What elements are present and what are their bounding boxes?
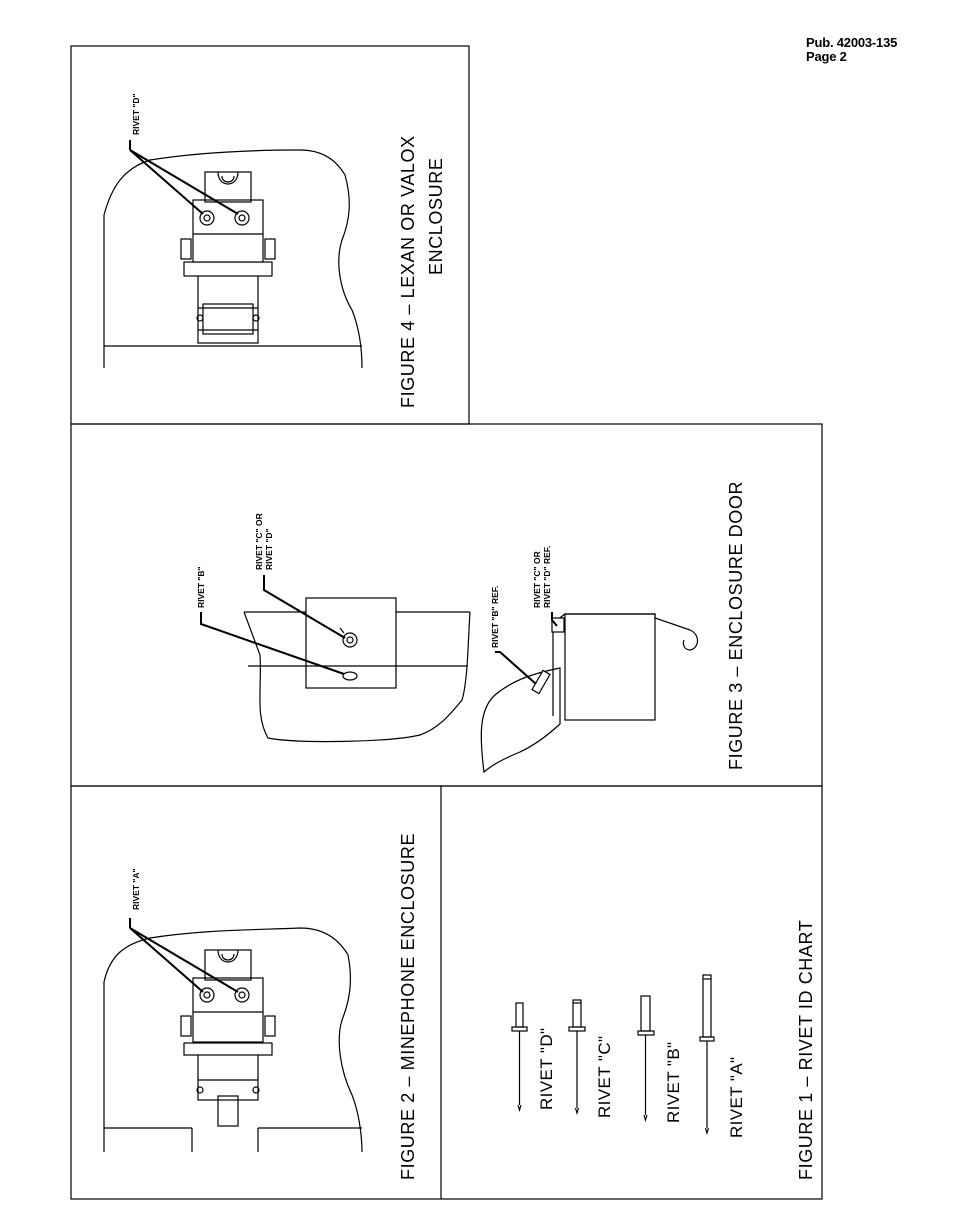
figure-3-rivet-cd-callout-line-1: RIVET "C" OR <box>254 513 264 570</box>
figure-4-caption-line-2: ENCLOSURE <box>426 158 446 275</box>
figure-3-rivet-b-ref: RIVET "B" REF. <box>490 586 500 648</box>
figure-2-rivet-callout: RIVET "A" <box>131 868 141 910</box>
figure-1-rivet-a-label: RIVET "A" <box>727 1057 746 1139</box>
figure-3-rivet-cd-callout-line-2: RIVET "D" <box>264 528 274 570</box>
panel-borders <box>70 45 823 1200</box>
figure-4-drawing <box>103 140 363 369</box>
figure-4-caption-line-1: FIGURE 4 – LEXAN OR VALOX <box>398 135 418 408</box>
figure-3-top-view <box>200 575 471 743</box>
pub-number: Pub. 42003-135 <box>806 35 898 50</box>
figure-2-drawing <box>103 918 363 1153</box>
figure-2-caption: FIGURE 2 – MINEPHONE ENCLOSURE <box>398 833 418 1180</box>
figure-1-rivet-c-drawing <box>568 999 586 1116</box>
figure-1-rivet-d-drawing <box>511 1002 528 1113</box>
figure-3-rivet-cd-ref-line-1: RIVET "C" OR <box>532 551 542 608</box>
figure-1-rivet-b-drawing <box>637 995 655 1123</box>
figure-3-caption: FIGURE 3 – ENCLOSURE DOOR <box>726 481 746 770</box>
publication-reference: Pub. 42003-135 Page 2 <box>806 36 897 64</box>
page-number: Page 2 <box>806 49 847 64</box>
figure-1-rivet-d-label: RIVET "D" <box>537 1028 556 1110</box>
figure-1-caption: FIGURE 1 – RIVET ID CHART <box>796 920 816 1180</box>
figure-3-rivet-cd-ref-line-2: RIVET "D" REF. <box>542 546 552 608</box>
figure-4-rivet-callout: RIVET "D" <box>131 93 141 135</box>
figure-1-rivet-b-label: RIVET "B" <box>664 1042 683 1124</box>
figure-1-rivet-a-drawing <box>699 974 715 1136</box>
figure-1-rivet-c-label: RIVET "C" <box>595 1036 614 1118</box>
figure-3-side-view <box>480 612 699 774</box>
figure-3-rivet-b-callout: RIVET "B" <box>196 566 206 608</box>
